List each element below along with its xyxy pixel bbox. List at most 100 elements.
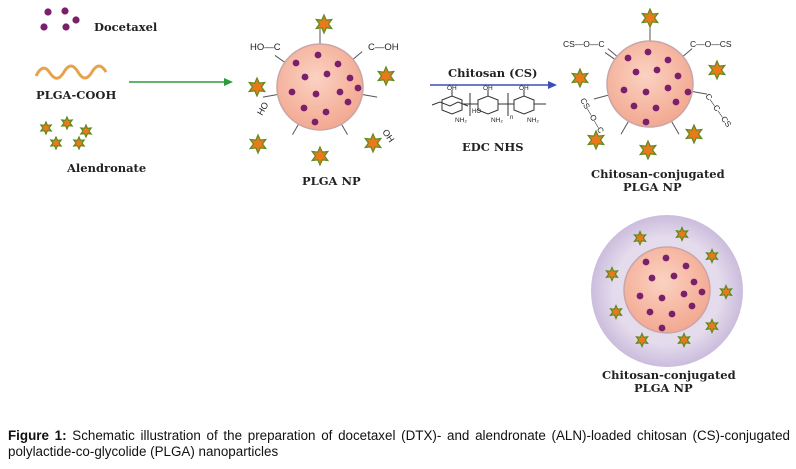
chitosan-np-bottom: Chitosan-conjugated PLGA NP — [591, 215, 743, 395]
chitosan-np-bottom-label-1: Chitosan-conjugated — [602, 368, 736, 382]
docetaxel-dot — [344, 98, 352, 106]
docetaxel-dot — [620, 86, 628, 94]
ho-group: HO — [472, 109, 481, 115]
alendronate-star-icon — [376, 65, 396, 87]
alendronate-star-icon — [60, 115, 74, 131]
alendronate-star-icon — [72, 135, 86, 151]
docetaxel-dot — [300, 104, 308, 112]
plga-cooh-legend: PLGA-COOH — [34, 64, 116, 102]
linker-line — [604, 52, 616, 60]
alendronate-star-icon — [719, 283, 733, 301]
alendronate-star-icon — [684, 123, 704, 145]
docetaxel-dot — [624, 54, 632, 62]
docetaxel-dot — [323, 70, 331, 78]
docetaxel-dot — [664, 84, 672, 92]
docetaxel-dot — [648, 274, 656, 282]
alendronate-star-icon — [633, 229, 647, 247]
nanoparticle-core — [276, 43, 364, 131]
alendronate-star-icon — [675, 225, 689, 243]
drug-dot — [44, 8, 52, 16]
docetaxel-dot — [312, 90, 320, 98]
oh-group: OH — [519, 85, 529, 92]
alendronate-legend: Alendronate — [39, 115, 146, 175]
docetaxel-dot — [642, 88, 650, 96]
docetaxel-dot — [672, 98, 680, 106]
chitosan-np-top: CS—O—C C—O—CS CS—O—C C—C—CS Chitosan-con… — [563, 7, 733, 194]
cooh-group: C—OH — [368, 42, 399, 53]
cs-ester-group: CS—O—C — [578, 97, 605, 136]
chitosan-structure-icon — [431, 90, 546, 116]
alendronate-star-icon — [248, 133, 268, 155]
docetaxel-dot — [688, 302, 696, 310]
repeat-n: n — [510, 115, 513, 121]
docetaxel-dot — [652, 104, 660, 112]
docetaxel-dot — [336, 88, 344, 96]
docetaxel-dot — [653, 66, 661, 74]
docetaxel-dot — [288, 88, 296, 96]
figure-caption: Figure 1: Schematic illustration of the … — [8, 428, 790, 460]
linker-line — [274, 55, 286, 63]
plga-np: HO—C C—OH OH HO PLGA NP — [247, 13, 399, 188]
docetaxel-dot — [674, 72, 682, 80]
oh-group: OH — [380, 127, 396, 144]
cooh-group: HO—C — [250, 42, 281, 53]
alendronate-star-icon — [705, 317, 719, 335]
docetaxel-dot — [644, 48, 652, 56]
alendronate-star-icon — [49, 135, 63, 151]
alendronate-star-icon — [640, 7, 660, 29]
alendronate-star-icon — [79, 123, 93, 139]
alendronate-star-icon — [677, 331, 691, 349]
alendronate-star-icon — [635, 331, 649, 349]
drug-dot — [61, 7, 69, 15]
linker-line — [682, 48, 693, 57]
alendronate-star-icon — [605, 265, 619, 283]
caption-text: Schematic illustration of the preparatio… — [8, 428, 790, 459]
drug-dot — [62, 23, 70, 31]
oh-group: OH — [447, 85, 457, 92]
alendronate-star-icon — [609, 303, 623, 321]
plga-np-label: PLGA NP — [302, 174, 361, 188]
linker-line — [671, 120, 680, 135]
docetaxel-legend: Docetaxel — [40, 7, 158, 34]
chitosan-np-bottom-label-2: PLGA NP — [634, 381, 693, 395]
docetaxel-dot — [680, 290, 688, 298]
alendronate-star-icon — [363, 132, 383, 154]
docetaxel-dot — [354, 84, 362, 92]
linker-line — [262, 93, 278, 98]
docetaxel-dot — [684, 88, 692, 96]
nanoparticle-core — [606, 40, 694, 128]
nh2-group: NH₂ — [455, 117, 467, 124]
docetaxel-dot — [632, 68, 640, 76]
alendronate-star-icon — [638, 139, 658, 161]
linker-line — [692, 90, 708, 95]
docetaxel-dot — [642, 258, 650, 266]
linker-line — [352, 51, 363, 60]
linker-line — [607, 48, 618, 57]
arrow-to-plga-np — [129, 78, 233, 86]
chitosan-reaction: Chitosan (CS) OH OH OH NH₂ NH₂ NH₂ HO n … — [430, 66, 557, 154]
ester-cs-group: C—O—CS — [690, 39, 732, 49]
linker-line — [292, 123, 299, 135]
alendronate-star-icon — [705, 247, 719, 265]
alendronate-label: Alendronate — [66, 161, 146, 175]
docetaxel-dot — [682, 262, 690, 270]
docetaxel-dot — [334, 60, 342, 68]
docetaxel-dot — [314, 51, 322, 59]
docetaxel-dot — [698, 288, 706, 296]
docetaxel-dot — [662, 254, 670, 262]
nh2-group: NH₂ — [527, 117, 539, 124]
alendronate-star-icon — [570, 67, 590, 89]
linker-line — [362, 93, 378, 98]
linker-line — [620, 120, 629, 135]
polymer-chain-icon — [34, 64, 108, 80]
drug-dot — [72, 16, 80, 24]
caption-label: Figure 1: — [8, 428, 67, 443]
alendronate-star-icon — [707, 59, 727, 81]
nanoparticle-core — [623, 246, 711, 334]
docetaxel-dot — [301, 73, 309, 81]
reaction-conditions: EDC NHS — [462, 140, 524, 154]
docetaxel-dot — [658, 324, 666, 332]
alendronate-star-icon — [39, 120, 53, 136]
cs-ester-group: CS—O—C — [563, 39, 605, 49]
